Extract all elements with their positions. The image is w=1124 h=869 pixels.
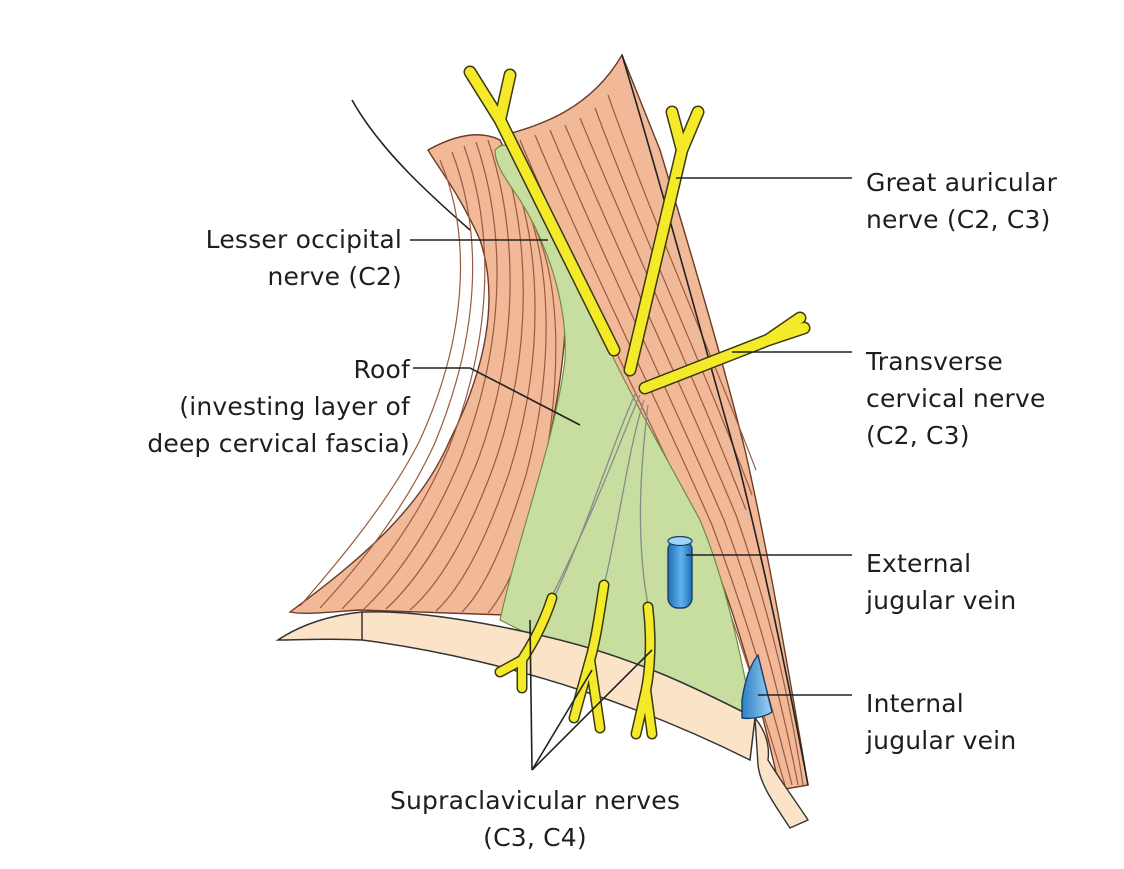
occipital-outline: [351, 99, 471, 231]
leader-supraclavicular-3: [531, 649, 653, 771]
supraclavicular-fine-branches: [551, 391, 649, 606]
label-great-auricular-nerve: Great auricular nerve (C2, C3): [866, 168, 1058, 234]
label-external-jugular-vein: External jugular vein: [866, 549, 1017, 615]
leader-supraclavicular-2: [531, 669, 593, 771]
transverse-cervical-nerve: [638, 311, 811, 395]
label-internal-jugular-vein: Internal jugular vein: [866, 689, 1017, 755]
internal-jugular-vein: [741, 653, 773, 720]
leader-supraclavicular-1: [529, 619, 533, 771]
leader-lines: [410, 177, 852, 771]
manubrium: [754, 715, 810, 829]
label-lesser-occipital-nerve: Lesser occipital nerve (C2): [205, 225, 402, 291]
external-jugular-vein: [667, 535, 693, 609]
label-transverse-cervical-nerve: Transverse cervical nerve (C2, C3): [866, 347, 1046, 450]
leader-roof: [413, 367, 581, 426]
great-auricular-nerve: [623, 105, 705, 377]
lesser-occipital-nerve: [463, 65, 621, 357]
label-roof: Roof (investing layer of deep cervical f…: [147, 355, 410, 458]
trapezius-fibers: [299, 139, 557, 614]
label-supraclavicular-nerves: Supraclavicular nerves (C3, C4): [389, 786, 681, 852]
